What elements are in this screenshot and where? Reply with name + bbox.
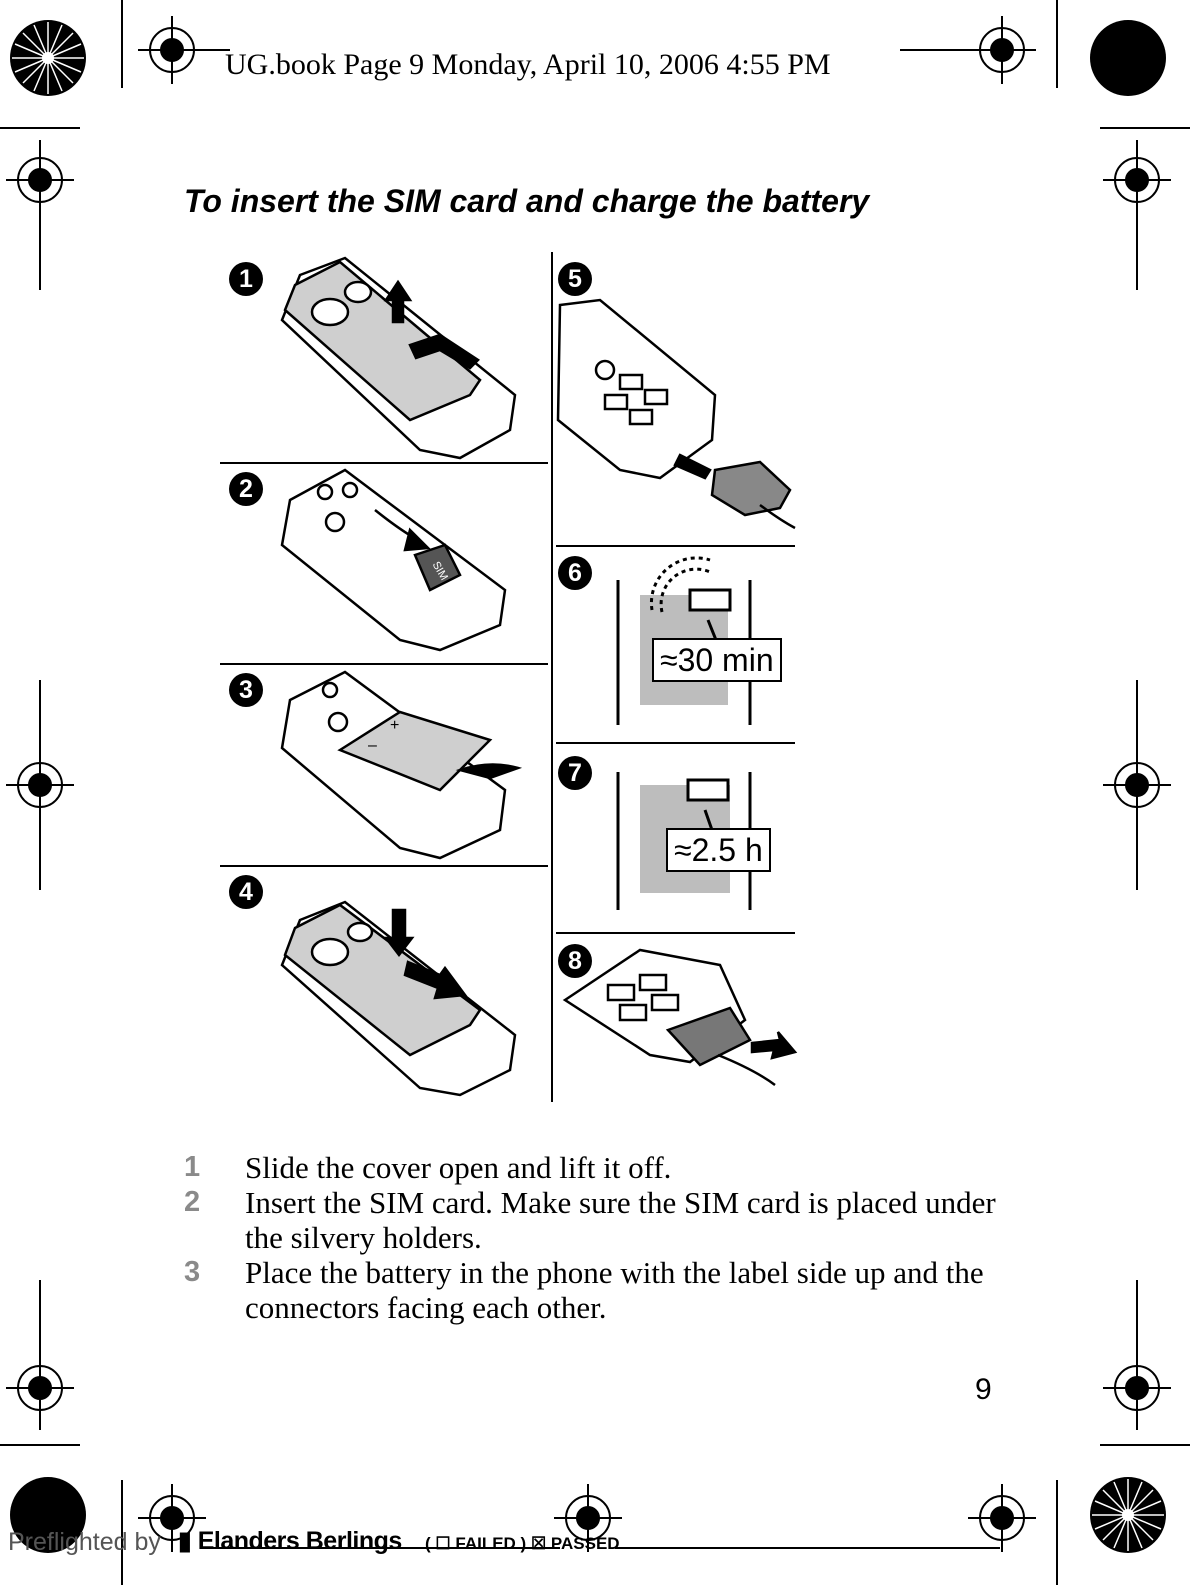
- brand-name: Elanders Berlings: [197, 1527, 403, 1555]
- preflight-label: Preflighted by: [8, 1528, 161, 1556]
- failed-checkbox-icon: ☐: [435, 1534, 451, 1553]
- step-number: 1: [184, 1151, 201, 1183]
- panel-5-illustration: [556, 298, 796, 530]
- step-item: 2 Insert the SIM card. Make sure the SIM…: [184, 1185, 1004, 1255]
- passed-checkbox-icon: ☒: [530, 1534, 547, 1553]
- panel-badge: 4: [229, 875, 263, 909]
- battery-minus: –: [368, 737, 377, 754]
- brand-logo-text: ▮ Elanders Berlings: [178, 1526, 402, 1556]
- step-text: Place the battery in the phone with the …: [245, 1255, 984, 1325]
- battery-plus: +: [390, 717, 399, 734]
- step-text: Slide the cover open and lift it off.: [245, 1150, 672, 1185]
- charge-time-30-min: ≈30 min: [652, 638, 782, 682]
- step-item: 3 Place the battery in the phone with th…: [184, 1255, 1004, 1325]
- panel-badge: 5: [558, 262, 592, 296]
- step-list: 1 Slide the cover open and lift it off. …: [184, 1150, 1004, 1325]
- step-number: 3: [184, 1256, 201, 1288]
- step-number: 2: [184, 1186, 201, 1218]
- page-number: 9: [975, 1373, 992, 1406]
- preflight-status: ( ☐ FAILED ) ☒ PASSED: [425, 1534, 620, 1553]
- panel-2-illustration: SIM: [280, 468, 507, 652]
- page-title: To insert the SIM card and charge the ba…: [184, 183, 870, 219]
- panel-badge: 2: [229, 472, 263, 506]
- panel-badge: 1: [229, 262, 263, 296]
- step-text: Insert the SIM card. Make sure the SIM c…: [245, 1185, 996, 1255]
- panel-badge: 3: [229, 673, 263, 707]
- passed-label: PASSED: [550, 1534, 620, 1553]
- instruction-figure: SIM + –: [220, 252, 798, 1102]
- failed-label: FAILED: [455, 1534, 516, 1553]
- panel-badge: 8: [558, 944, 592, 978]
- brand-icon: ▮: [178, 1527, 198, 1555]
- charge-time-2-5-h: ≈2.5 h: [666, 828, 771, 872]
- step-item: 1 Slide the cover open and lift it off.: [184, 1150, 1004, 1185]
- panel-8-illustration: [562, 948, 798, 1087]
- panel-badge: 6: [558, 556, 592, 590]
- panel-1-illustration: [280, 256, 517, 460]
- panel-3-illustration: + –: [280, 670, 523, 860]
- panel-4-illustration: [280, 900, 517, 1097]
- panel-badge: 7: [558, 756, 592, 790]
- page-header: UG.book Page 9 Monday, April 10, 2006 4:…: [225, 48, 831, 81]
